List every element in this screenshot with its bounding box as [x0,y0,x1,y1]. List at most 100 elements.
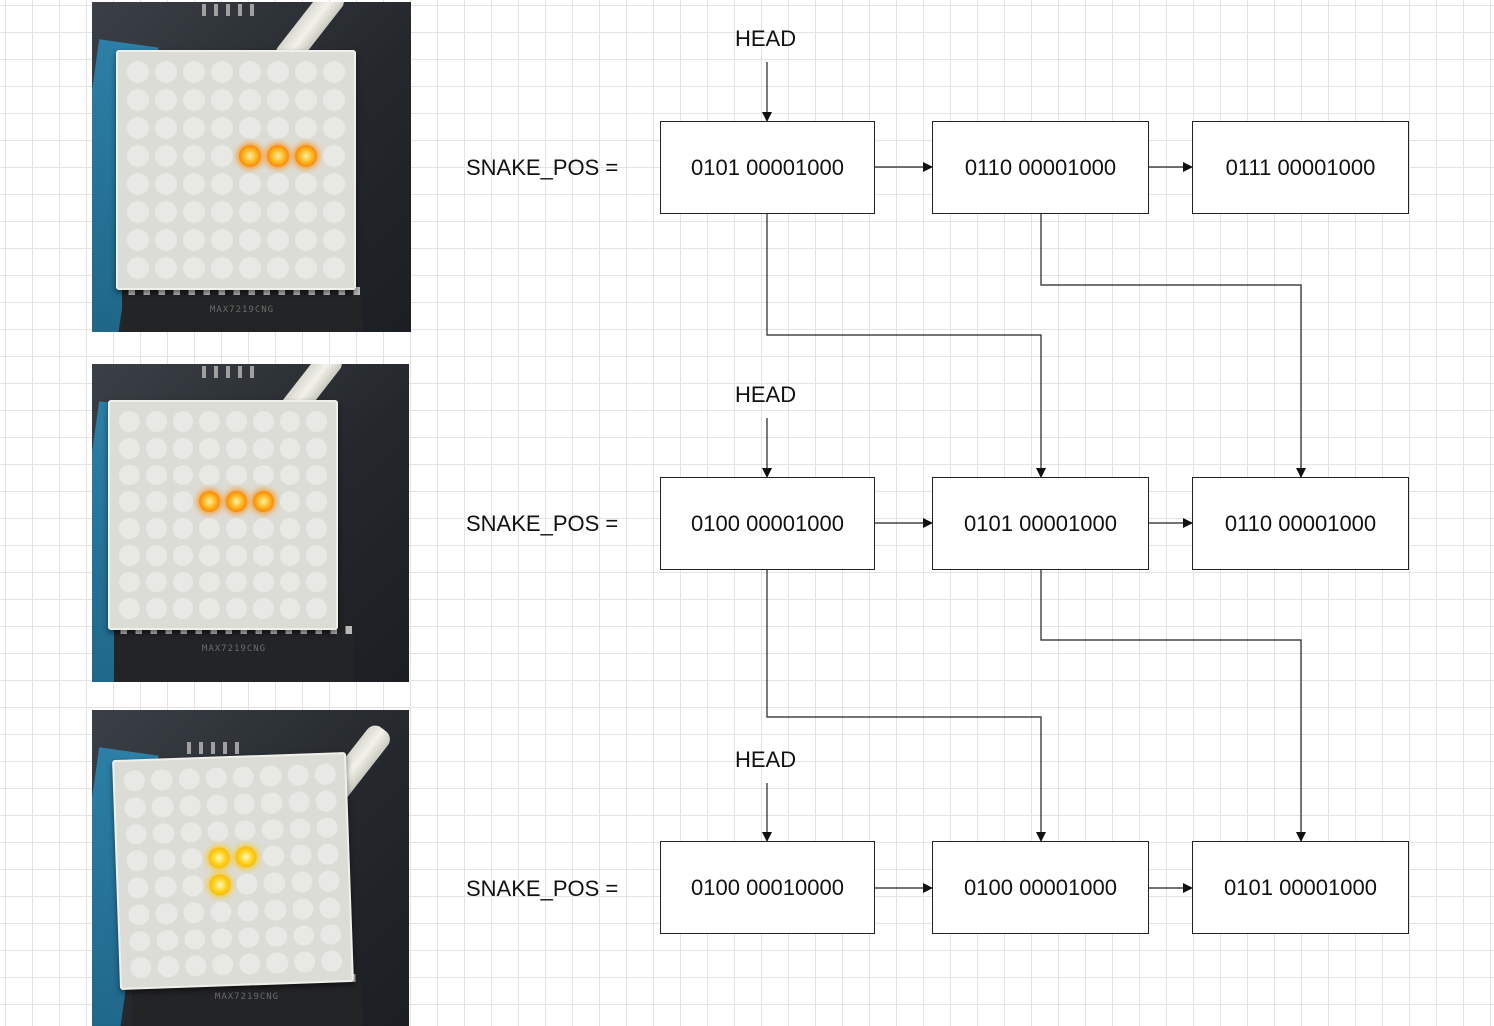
led-lit [267,145,289,167]
led [145,544,167,566]
led [226,411,247,432]
led [199,411,220,432]
led [306,571,327,593]
led [295,89,317,111]
led [183,89,205,111]
led [145,571,167,593]
snake-pos-label: SNAKE_POS = [466,876,619,901]
snake-node: 0111 00001000 [1192,121,1409,214]
snake-pos-label: SNAKE_POS = [466,155,619,180]
led [295,257,317,279]
header-pins [202,366,262,378]
snake-node: 0101 00001000 [1192,841,1409,934]
led [295,61,317,83]
led [306,411,327,432]
led [323,173,345,195]
led [199,544,220,566]
led [199,437,220,459]
led [155,173,177,195]
led [172,464,194,486]
driver-chip: MAX7219CNG [114,626,354,682]
led [172,411,194,432]
led [155,229,177,251]
led [306,491,327,512]
led [252,437,274,459]
led [252,571,274,593]
led [199,571,220,593]
head-label: HEAD [735,747,797,772]
led [239,61,261,83]
led [183,229,205,251]
led [267,89,289,111]
led [199,598,220,619]
led [306,518,327,539]
head-label: HEAD [735,382,797,407]
led [323,145,345,167]
led [279,518,301,539]
led [172,437,194,459]
led [199,464,220,486]
led-matrix-photo-2: MAX7219CNG [92,364,409,682]
shift-arrow [766,570,1046,842]
led [239,117,261,139]
led [155,89,177,111]
led [239,89,261,111]
snake-node: 0100 00001000 [660,477,875,570]
snake-node: 0100 00010000 [660,841,875,934]
led [145,411,167,432]
led [226,598,247,619]
led [252,544,274,566]
led-matrix [108,400,338,630]
led [226,544,247,566]
led [226,437,247,459]
led [119,598,140,619]
led [127,117,149,139]
led [211,61,233,83]
led [172,571,194,593]
led [155,117,177,139]
led [226,518,247,539]
snake-node: 0101 00001000 [660,121,875,214]
led [252,518,274,539]
led [119,437,140,459]
led [279,491,301,512]
led [145,518,167,539]
led [252,598,274,619]
led [239,173,261,195]
led [306,598,327,619]
led [211,89,233,111]
led [226,464,247,486]
snake-node: 0101 00001000 [932,477,1149,570]
shift-arrow [766,214,1046,478]
led [183,257,205,279]
led [239,229,261,251]
snake-node: 0110 00001000 [932,121,1149,214]
led [211,201,233,223]
led [306,544,327,566]
led-lit [199,491,220,512]
led [323,229,345,251]
led [172,491,194,512]
led [267,173,289,195]
led [279,571,301,593]
led [211,117,233,139]
led-lit [226,491,247,512]
led [127,257,149,279]
led [239,201,261,223]
snake-pos-label: SNAKE_POS = [466,511,619,536]
shift-arrow [1040,570,1306,842]
led [145,598,167,619]
led-matrix-photo-1: MAX7219CNG [92,2,411,332]
led [306,437,327,459]
led [279,544,301,566]
led [239,257,261,279]
led [127,89,149,111]
led [279,411,301,432]
led [119,518,140,539]
header-pins [202,4,262,16]
led-lit [295,145,317,167]
led [145,491,167,512]
led [199,518,220,539]
led [279,464,301,486]
led [119,411,140,432]
